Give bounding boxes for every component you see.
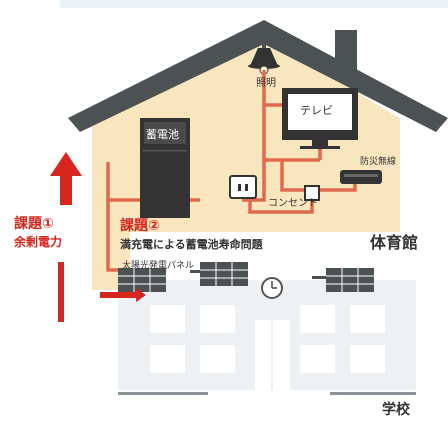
issue2-title: 課題② [120,217,160,234]
battery-unit [140,118,190,218]
issue2-text: 満充電による蓄電池寿命問題 [120,237,264,251]
solar-label: 太陽光発電パネル [122,259,194,271]
school-building [118,280,416,395]
top-band [60,0,448,8]
tv-label: テレビ [300,104,333,117]
school-label: 学校 [382,401,411,418]
tv-icon [282,88,358,149]
solar-panel-icon [118,262,374,292]
plug-icon [304,185,320,201]
outlet-label: コンセント [268,197,318,209]
battery-label: 蓄電池 [146,128,179,141]
gym-label: 体育館 [370,233,418,252]
surplus-arrows [50,152,146,322]
radio-icon [340,170,382,184]
radio-label: 防災無線 [360,155,396,167]
clock-icon [261,277,283,299]
light-label: 照明 [256,77,276,89]
issue1-title: 課題① [14,215,54,232]
issue1-text: 余剰電力 [13,234,62,249]
gym-roof [68,20,448,132]
outlet-icon [229,175,257,199]
